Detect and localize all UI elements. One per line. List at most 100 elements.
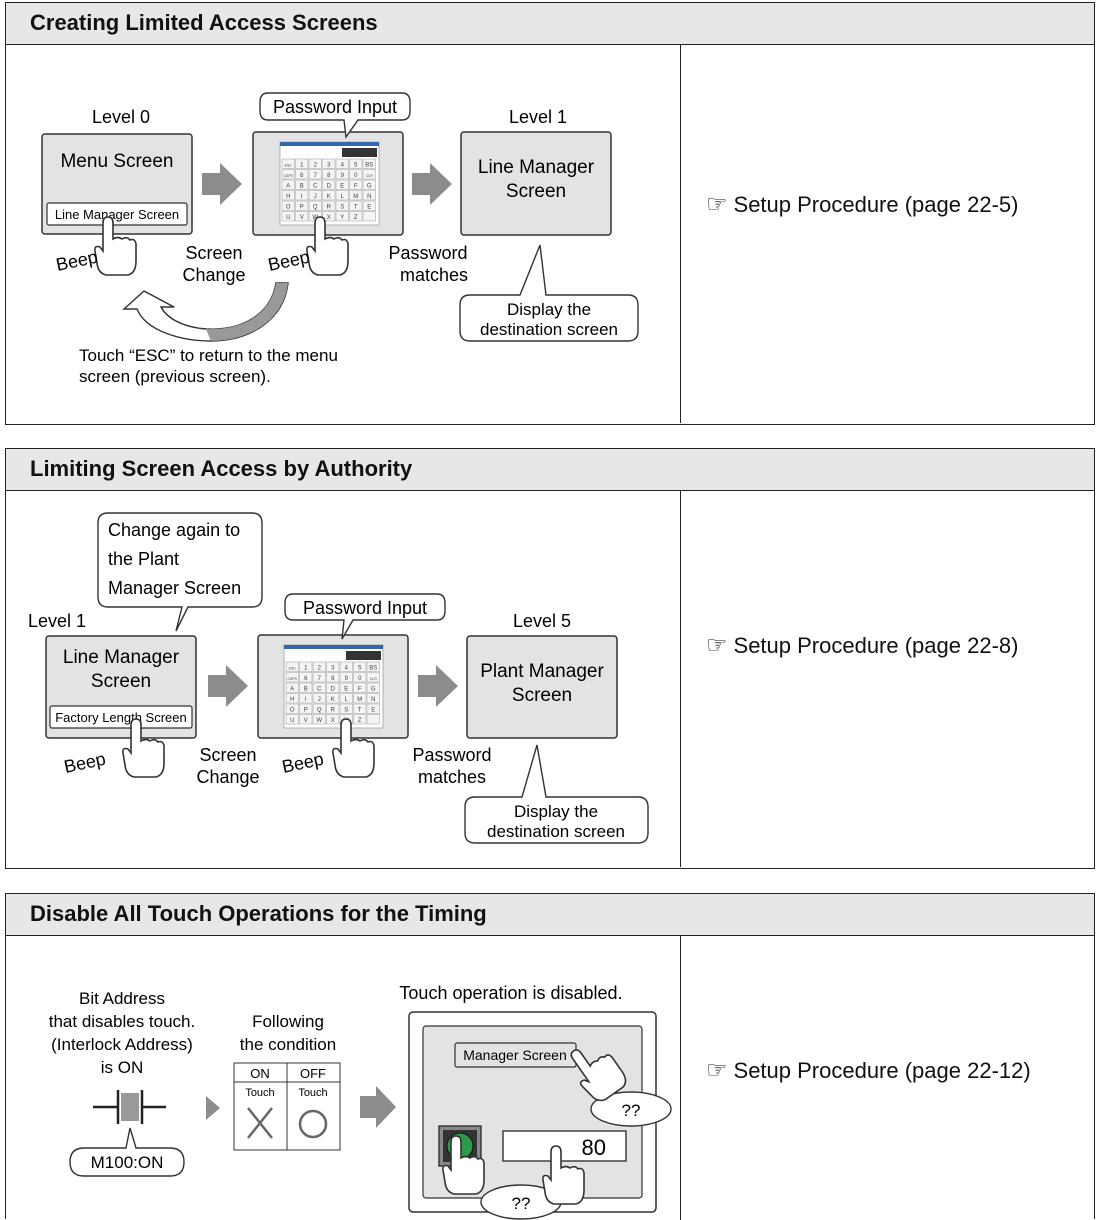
following-text: the condition [240,1035,336,1054]
keypad-key-label: E [367,205,371,211]
keypad-key-label: E [340,184,344,190]
setup-procedure-link[interactable]: ☞ Setup Procedure (page 22-8) [706,631,1018,660]
pointing-hand-icon [332,718,375,778]
keypad-key-label: O [286,205,291,211]
keypad-key [322,169,336,180]
keypad-key [335,179,349,190]
line-manager-button [46,202,188,226]
keypad-key-label: F [354,184,358,190]
keypad-key-label: R [327,205,332,211]
keypad-key [349,211,363,222]
keypad-key [366,672,380,683]
manager-screen-button-label: Manager Screen [463,1047,567,1063]
keypad-key-label: L [341,194,345,200]
keypad-key-label: C [313,184,318,190]
keypad-key [353,703,367,714]
diagram-limited-access: Level 0 Level 1 Menu Screen Line Manager… [41,92,639,386]
plant-manager-screen-title: Screen [512,685,572,706]
pointing-finger-icon: ☞ [706,1057,728,1084]
setup-procedure-link[interactable]: ☞ Setup Procedure (page 22-5) [706,190,1018,219]
keypad-key-label: J [314,194,317,200]
keypad-key-label: X [327,215,331,221]
keypad-key-label: 5 [358,666,362,672]
keypad-key-label: U [290,718,294,724]
keypad-key-label: H [290,697,294,703]
keypad-key [362,158,376,169]
keypad-key [349,169,363,180]
keypad-key-label: B [304,687,308,693]
keypad-key [335,211,349,222]
circle-icon [298,1109,328,1139]
section-authority-access: Limiting Screen Access by Authority Chan… [5,448,1095,869]
arrow-right-icon [418,665,458,707]
keypad-key-label: I [301,194,303,200]
keypad-key-label: 6 [300,173,304,179]
keypad-key-label: BS [369,666,377,672]
keypad-key [366,714,380,725]
numeric-display [502,1130,627,1162]
beep-label: Beep [54,247,99,275]
keypad-key [353,693,367,704]
keypad-key [326,703,340,714]
keypad-key-label: K [331,697,335,703]
line-manager-button-label: Line Manager Screen [55,207,179,222]
beep-label: Beep [280,749,325,777]
keypad-key [295,179,309,190]
svg-text:ON: ON [250,1066,270,1081]
keypad-key-label: N [367,194,371,200]
keypad-key [326,682,340,693]
question-bubble: ?? [590,1091,672,1127]
setup-procedure-link[interactable]: ☞ Setup Procedure (page 22-12) [706,1056,1031,1085]
pointing-hand-icon [442,1135,485,1195]
keypad-key [349,200,363,211]
keypad-key-label: 4 [345,666,349,672]
keypad-key [312,661,326,672]
arrow-right-icon [202,163,242,205]
keypad-key-label: F [358,687,362,693]
keypad-key-label: Q [317,708,322,714]
keypad-key [308,179,322,190]
esc-note: screen (previous screen). [79,367,271,386]
svg-text:??: ?? [512,1194,531,1213]
display-destination-callout: Display the destination screen [459,244,639,342]
keypad-key-label: 6 [304,676,308,682]
keypad-key-label: 3 [331,666,335,672]
password-matches-label: Password [412,745,491,765]
keypad-key [312,693,326,704]
level-label: Level 1 [509,107,567,127]
keypad-key [281,211,295,222]
keypad-key [326,693,340,704]
keypad-key [308,169,322,180]
arrow-right-icon [360,1086,396,1128]
keypad-key [366,693,380,704]
svg-text:Touch: Touch [298,1087,327,1099]
line-manager-screen-title: Line Manager [478,157,595,178]
keypad-key-label: 8 [327,173,331,179]
section-title: Disable All Touch Operations for the Tim… [6,894,1094,936]
keypad-key [349,179,363,190]
keypad-key-label: 7 [314,173,318,179]
keypad-key [285,703,299,714]
following-text: Following [252,1012,324,1031]
svg-text:Manager Screen: Manager Screen [108,578,241,598]
keypad-key [339,682,353,693]
keypad-key [366,661,380,672]
svg-text:destination screen: destination screen [487,822,625,841]
keypad-key-label: 9 [345,676,349,682]
password-matches-label: matches [418,767,486,787]
keypad-key-label: 1 [300,163,304,169]
keypad-key-label: X [331,718,335,724]
keypad-key [312,703,326,714]
keypad-key-label: M [357,697,362,703]
keypad-key-label: A [286,184,290,190]
contact-symbol-icon [93,1090,166,1124]
keypad-key-label: 5 [354,163,358,169]
keypad-key [366,703,380,714]
password-input-callout: Password Input [259,92,411,139]
keypad-key-label: 2 [314,163,318,169]
svg-text:the Plant: the Plant [108,549,179,569]
section-disable-touch: Disable All Touch Operations for the Tim… [5,893,1095,1220]
keypad-key-label: A [290,687,294,693]
keypad-key-label: Q [313,205,318,211]
